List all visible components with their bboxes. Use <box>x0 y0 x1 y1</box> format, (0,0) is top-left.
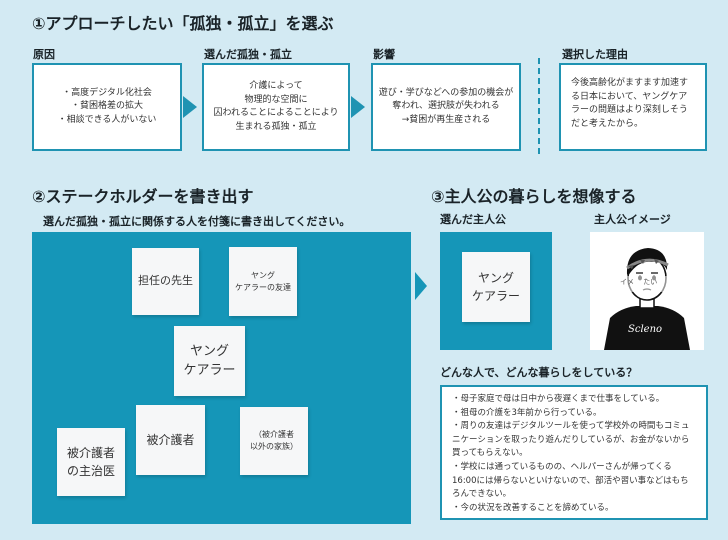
lifestyle-line: ・学校には通っているものの、ヘルパーさんが帰ってくる16:00には帰らないといけ… <box>452 461 689 500</box>
chosen-protagonist-label: 選んだ主人公 <box>440 213 506 226</box>
protagonist-image-label: 主人公イメージ <box>594 213 671 226</box>
sticky-protagonist[interactable]: ヤング ケアラー <box>462 252 530 322</box>
arrow-right-icon <box>415 272 427 300</box>
sticky-young-carer[interactable]: ヤング ケアラー <box>174 326 245 396</box>
shirt-logo: Scleno <box>628 324 663 335</box>
protagonist-image: イメ たい Scleno <box>590 232 704 350</box>
reason-box: 今後高齢化がますます加速する日本において、ヤングケアラーの問題はより深刻しそうだ… <box>559 63 707 151</box>
sticky-care-recipient-text: 被介護者 <box>146 433 195 447</box>
sticker-text: イメ たい <box>620 278 658 286</box>
sticky-doctor[interactable]: 被介護者 の主治医 <box>57 428 125 496</box>
sticky-friend[interactable]: ヤング ケアラーの友達 <box>229 247 297 316</box>
impact-box: 遊び・学びなどへの参加の機会が 奪われ、選択肢が失われる →貧困が再生産される <box>371 63 521 151</box>
protagonist-illustration <box>604 248 690 350</box>
sticky-doctor-text: 被介護者 の主治医 <box>66 446 115 478</box>
lifestyle-line: ・今の状況を改善することを諦めている。 <box>452 502 614 513</box>
lifestyle-line: ・周りの友達はデジタルツールを使って学校外の時間もコミュニケーションを取ったり遊… <box>452 421 690 459</box>
lifestyle-list: ・母子家庭で母は日中から夜遅くまで仕事をしている。 ・祖母の介護を3年前から行っ… <box>440 385 708 520</box>
section1-title: ①アプローチしたい「孤独・孤立」を選ぶ <box>32 14 334 33</box>
arrow-right-icon <box>183 96 197 118</box>
sticky-friend-text: ヤング ケアラーの友達 <box>235 270 291 292</box>
sticky-teacher[interactable]: 担任の先生 <box>132 248 199 315</box>
lifestyle-line: ・祖母の介護を3年前から行っている。 <box>452 407 602 418</box>
chosen-isolation-text: 介護によって 物理的な空間に 囚われることによることにより 生まれる孤独・孤立 <box>213 81 339 132</box>
sticky-family-text: （被介護者 以外の家族） <box>250 430 298 451</box>
sticky-teacher-text: 担任の先生 <box>138 274 193 288</box>
chosen-isolation-label: 選んだ孤独・孤立 <box>204 48 292 61</box>
chosen-isolation-box: 介護によって 物理的な空間に 囚われることによることにより 生まれる孤独・孤立 <box>202 63 350 151</box>
cause-text: ・高度デジタル化社会 ・貧困格差の拡大 ・相談できる人がいない <box>57 87 157 125</box>
lifestyle-line: ・母子家庭で母は日中から夜遅くまで仕事をしている。 <box>452 394 665 404</box>
impact-text: 遊び・学びなどへの参加の機会が 奪われ、選択肢が失われる →貧困が再生産される <box>378 87 514 125</box>
cause-label: 原因 <box>33 48 55 61</box>
section3-title: ③主人公の暮らしを想像する <box>431 187 637 206</box>
divider <box>538 58 540 154</box>
sticky-young-carer-text: ヤング ケアラー <box>183 343 236 379</box>
cause-box: ・高度デジタル化社会 ・貧困格差の拡大 ・相談できる人がいない <box>32 63 182 151</box>
stakeholder-instruction: 選んだ孤独・孤立に関係する人を付箋に書き出してください。 <box>43 215 351 228</box>
sticky-care-recipient[interactable]: 被介護者 <box>136 405 205 475</box>
arrow-right-icon <box>351 96 365 118</box>
sticky-protagonist-text: ヤング ケアラー <box>471 271 520 303</box>
sticky-family[interactable]: （被介護者 以外の家族） <box>240 407 308 475</box>
section2-title: ②ステークホルダーを書き出す <box>32 187 254 206</box>
lifestyle-question: どんな人で、どんな暮らしをしている？ <box>440 366 638 379</box>
impact-label: 影響 <box>373 48 395 61</box>
reason-label: 選択した理由 <box>562 48 628 61</box>
reason-text: 今後高齢化がますます加速する日本において、ヤングケアラーの問題はより深刻しそうだ… <box>571 78 689 129</box>
